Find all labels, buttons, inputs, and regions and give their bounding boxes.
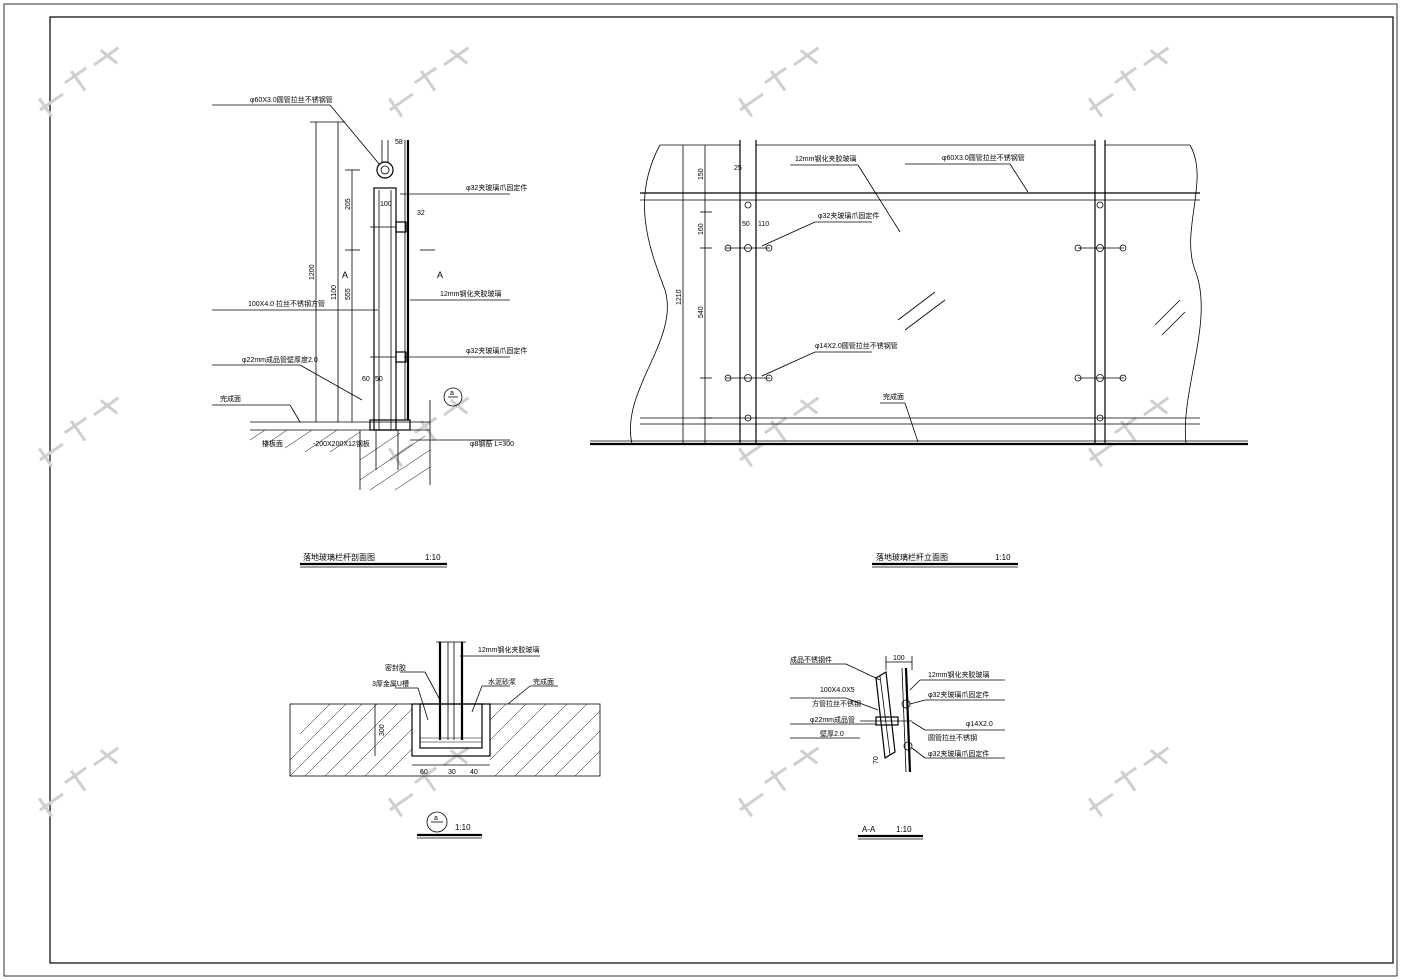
title-aa: A-A	[862, 825, 876, 834]
scale-elevation: 1:10	[995, 553, 1011, 562]
section-mark-right: A	[437, 270, 443, 280]
aa-label-1: 成品不锈钢件	[790, 655, 832, 664]
detail-dim-300: 300	[379, 724, 386, 736]
detail-label-sealant: 密封胶	[385, 663, 406, 672]
detail-view	[289, 641, 601, 833]
aa-label-2: 100X4.0X5	[820, 687, 855, 694]
aa-label-6: φ14X2.0	[966, 721, 993, 728]
elev-dim-150: 150	[698, 168, 705, 180]
section-mark-left: A	[342, 270, 348, 280]
label-glass-section: 12mm钢化夹胶玻璃	[440, 289, 501, 298]
aa-label-7: 圆管拉丝不锈钢	[928, 733, 977, 742]
elevation-view	[590, 140, 1248, 446]
dim-58: 58	[395, 139, 403, 146]
detail-dim-30: 30	[448, 769, 456, 776]
title-elevation: 落地玻璃栏杆立面图	[876, 552, 948, 562]
label-tube: φ22mm成品管壁厚度2.0	[242, 355, 318, 364]
dim-1200: 1200	[309, 264, 316, 280]
aa-dim-100: 100	[893, 655, 905, 662]
elev-dim-160: 160	[698, 223, 705, 235]
detail-mark-a: a	[450, 390, 454, 397]
detail-label-mortar: 水泥砂浆	[488, 677, 516, 686]
detail-label-glass: 12mm钢化夹胶玻璃	[478, 645, 539, 654]
label-floor: 楼板面	[262, 439, 283, 448]
aa-label-4: φ22mm成品管	[810, 715, 855, 724]
dim-205: 205	[345, 198, 352, 210]
label-clamp-top: φ32夹玻璃爪固定件	[466, 183, 527, 192]
aa-label-5: 壁厚2.0	[820, 729, 844, 738]
detail-dim-60: 60	[420, 769, 428, 776]
aa-label-clamp-2: φ32夹玻璃爪固定件	[928, 749, 989, 758]
dim-60: 60	[362, 376, 370, 383]
elev-dim-540: 540	[698, 306, 705, 318]
dim-32: 32	[417, 210, 425, 217]
detail-mark: a	[434, 815, 438, 822]
elev-label-clamp: φ32夹玻璃爪固定件	[818, 211, 879, 220]
label-clamp-bottom: φ32夹玻璃爪固定件	[466, 346, 527, 355]
scale-section: 1:10	[425, 553, 441, 562]
label-handrail: φ60X3.0圆管拉丝不锈钢管	[250, 95, 333, 104]
aa-label-glass: 12mm钢化夹胶玻璃	[928, 670, 989, 679]
label-post: 100X4.0 拉丝不锈钢方管	[248, 299, 325, 308]
title-section: 落地玻璃栏杆剖面图	[303, 552, 375, 562]
detail-scale: 1:10	[455, 823, 471, 832]
label-finish-floor: 完成面	[220, 394, 241, 403]
label-rebar: φ8钢筋 L=300	[470, 439, 514, 448]
elev-dim-50: 50	[742, 221, 750, 228]
elev-label-handrail: φ60X3.0圆管拉丝不锈钢管	[942, 153, 1025, 162]
dim-555: 555	[345, 288, 352, 300]
outer-border	[3, 3, 1398, 977]
label-plate: -200X200X12钢板	[313, 439, 370, 448]
scale-aa: 1:10	[896, 825, 912, 834]
elev-label-finish: 完成面	[883, 392, 904, 401]
elev-dim-25: 25	[734, 165, 742, 172]
detail-dim-40: 40	[470, 769, 478, 776]
elev-label-glass: 12mm钢化夹胶玻璃	[795, 154, 856, 163]
elev-label-rod: φ14X2.0圆管拉丝不锈钢管	[815, 341, 898, 350]
elev-dim-1210: 1210	[676, 289, 683, 305]
aa-view	[790, 656, 1005, 773]
aa-dim-70: 70	[873, 756, 880, 764]
aa-label-3: 方管拉丝不锈钢	[812, 699, 861, 708]
detail-label-finish: 完成面	[533, 677, 554, 686]
detail-label-stone: 3厚金属U槽	[372, 679, 409, 688]
elev-dim-110: 110	[758, 221, 769, 228]
dim-1100: 1100	[331, 285, 338, 300]
dim-50: 50	[375, 376, 383, 383]
section-view	[212, 104, 510, 491]
inner-border	[49, 16, 1394, 964]
aa-label-clamp-1: φ32夹玻璃爪固定件	[928, 690, 989, 699]
dim-100-post: 100	[380, 201, 392, 208]
